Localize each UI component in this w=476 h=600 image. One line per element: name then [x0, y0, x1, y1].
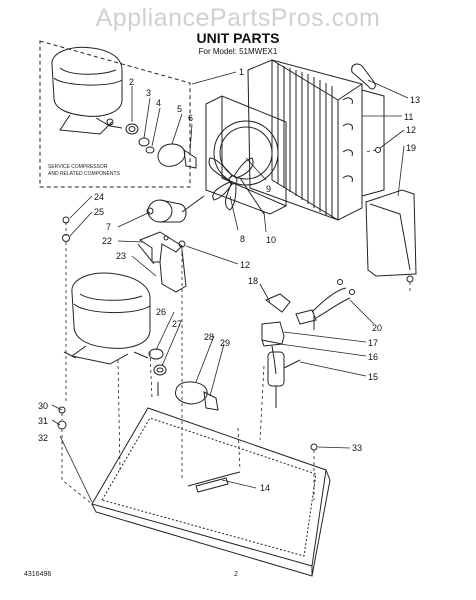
- callout-26: 26: [156, 307, 166, 317]
- callout-2: 2: [129, 77, 134, 87]
- callout-23: 23: [116, 251, 126, 261]
- fan-shroud: [205, 95, 287, 215]
- part-26-27: [148, 348, 167, 396]
- watermark: AppliancePartsPros.com: [95, 4, 381, 32]
- callout-5: 5: [177, 104, 182, 114]
- base-pan: [91, 407, 331, 577]
- service-box: [39, 40, 191, 188]
- callout-4: 4: [156, 98, 161, 108]
- callout-3: 3: [146, 88, 151, 98]
- service-note-1: SERVICE COMPRESSOR: [48, 164, 108, 170]
- callout-13: 13: [410, 95, 420, 105]
- callout-12-mid: 12: [240, 260, 250, 270]
- callout-8: 8: [240, 234, 245, 244]
- callout-24: 24: [94, 192, 104, 202]
- diagram-title: UNIT PARTS: [196, 30, 280, 46]
- fan-motor: [146, 195, 205, 223]
- callout-30: 30: [38, 401, 48, 411]
- callout-7: 7: [106, 222, 111, 232]
- doc-number: 4316496: [24, 571, 52, 578]
- leader-lines: [51, 71, 409, 503]
- callout-labels: 1 2 3 4 5 6 9 8 10 13 11 12 19 24 25 7 2…: [38, 67, 420, 493]
- callout-9: 9: [266, 184, 271, 194]
- compressor-top: [51, 46, 123, 135]
- tube-13: [351, 63, 376, 90]
- callout-32: 32: [38, 433, 48, 443]
- part-28-29: [175, 381, 219, 411]
- callout-28: 28: [204, 332, 214, 342]
- callout-25: 25: [94, 207, 104, 217]
- condenser-coil: [247, 59, 385, 221]
- callout-18: 18: [248, 276, 258, 286]
- page-number: 2: [234, 571, 238, 578]
- callout-20: 20: [372, 323, 382, 333]
- capacitor: [267, 351, 301, 408]
- callout-31: 31: [38, 416, 48, 426]
- callout-1: 1: [239, 67, 244, 77]
- relay-overload: [261, 293, 291, 375]
- callout-16: 16: [368, 352, 378, 362]
- callout-11: 11: [404, 112, 413, 122]
- callout-14: 14: [260, 483, 270, 493]
- assembly-lines: [61, 149, 411, 505]
- back-panel: [365, 189, 417, 277]
- motor-bracket: [137, 231, 187, 293]
- fan-blade: [208, 157, 254, 211]
- part-2-4: [125, 123, 155, 154]
- compressor-bottom: [63, 272, 151, 365]
- callout-19: 19: [406, 143, 416, 153]
- wire-harness-20: [295, 279, 355, 330]
- callout-10: 10: [266, 235, 276, 245]
- callout-22: 22: [102, 236, 112, 246]
- callout-6: 6: [188, 113, 193, 123]
- callout-15: 15: [368, 372, 378, 382]
- callout-29: 29: [220, 338, 230, 348]
- callout-17: 17: [368, 338, 378, 348]
- filter-drier: [187, 471, 241, 493]
- callout-27: 27: [172, 319, 182, 329]
- screw-20: [406, 275, 414, 283]
- service-note-2: AND RELATED COMPONENTS: [48, 171, 121, 177]
- callout-12-top: 12: [406, 125, 416, 135]
- callout-33: 33: [352, 443, 362, 453]
- model-subtitle: For Model: 51MWEX1: [198, 47, 278, 56]
